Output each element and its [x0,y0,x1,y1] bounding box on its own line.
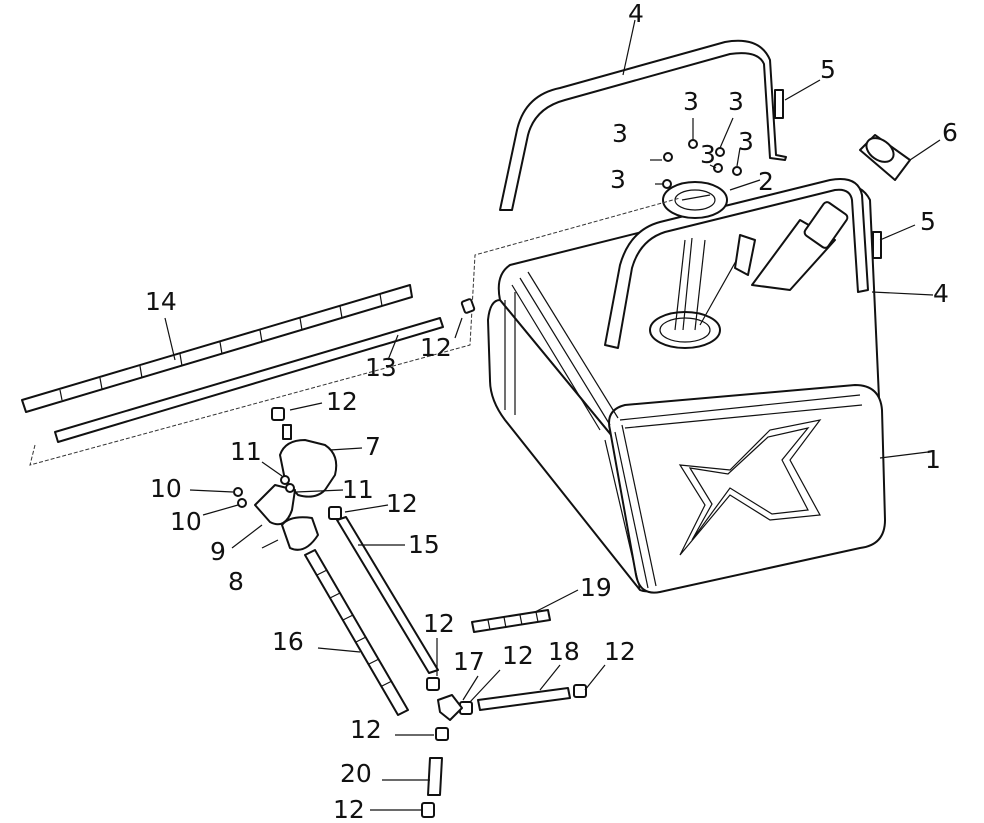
callout-5b: 5 [920,207,936,236]
callout-6: 6 [942,118,958,147]
breather-hose-corrugated [21,284,413,413]
screw-10a [233,487,243,497]
fuel-line-20 [427,757,443,796]
callout-20: 20 [340,759,372,788]
callout-1: 1 [925,445,941,474]
callout-13: 13 [365,353,397,382]
callout-3c: 3 [728,87,744,116]
fuel-line-15 [336,516,439,674]
callout-11a: 11 [230,437,262,466]
callout-15: 15 [408,530,440,559]
callout-2: 2 [758,167,774,196]
callout-12h: 12 [333,795,365,823]
callout-10a: 10 [150,474,182,503]
tank-strap-upper [499,39,787,211]
callout-3a: 3 [612,119,628,148]
corrugated-hose-16 [304,549,409,716]
callout-3e: 3 [700,140,716,169]
fuel-line-18 [477,687,571,711]
callout-4a: 4 [628,0,644,28]
filler-cap [859,134,911,181]
screw-11b [285,483,295,493]
tee-fitting [437,694,463,721]
callout-12e: 12 [502,641,534,670]
strap-bolts [774,89,882,259]
connection-line-a [29,197,681,466]
callout-10b: 10 [170,507,202,536]
callout-8: 8 [228,567,244,596]
callout-12d: 12 [423,609,455,638]
screw-11a [280,475,290,485]
callout-7: 7 [365,432,381,461]
callout-14: 14 [145,287,177,316]
fuel-pipe [54,317,444,443]
callout-12a: 12 [420,333,452,362]
fuel-tank [487,178,886,594]
callout-3f: 3 [610,165,626,194]
callout-5a: 5 [820,55,836,84]
callout-3b: 3 [683,87,699,116]
hose-clamps [271,298,587,818]
callout-12g: 12 [350,715,382,744]
callout-18: 18 [548,637,580,666]
filter-clamp [281,516,319,551]
callout-16: 16 [272,627,304,656]
fuel-filter [279,424,338,498]
callout-9: 9 [210,537,226,566]
callout-19: 19 [580,573,612,602]
corrugated-hose-19 [471,609,551,633]
callout-12b: 12 [326,387,358,416]
pump-flange [662,181,728,219]
callout-4b: 4 [933,279,949,308]
screw-10b [237,498,247,508]
callout-17: 17 [453,647,485,676]
callout-12f: 12 [604,637,636,666]
callout-12c: 12 [386,489,418,518]
callout-3d: 3 [738,127,754,156]
callout-11b: 11 [342,475,374,504]
leader-lines [164,19,941,811]
